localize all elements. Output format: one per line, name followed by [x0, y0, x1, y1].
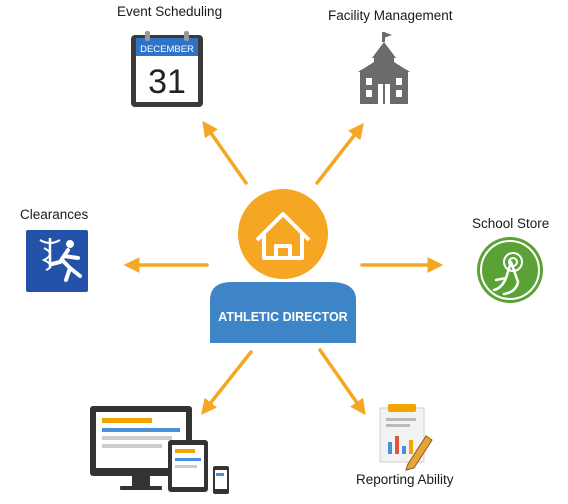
- label-event-scheduling: Event Scheduling: [117, 4, 223, 19]
- person-body: [210, 282, 356, 343]
- label-facility-management: Facility Management: [328, 8, 453, 23]
- person-head: [238, 189, 328, 279]
- calendar-day: 31: [148, 63, 186, 101]
- arrow-to-event-scheduling: [202, 120, 248, 185]
- devices-icon: [90, 406, 229, 494]
- calendar-month: DECEMBER: [140, 44, 194, 55]
- label-school-store: School Store: [472, 216, 550, 231]
- calendar-icon: DECEMBER 31: [131, 31, 203, 107]
- label-clearances: Clearances: [20, 207, 89, 222]
- school-building-icon: [358, 32, 410, 104]
- athletic-director-figure: ATHLETIC DIRECTOR: [210, 189, 356, 343]
- hand-touch-icon: [477, 237, 543, 303]
- label-reporting-ability: Reporting Ability: [356, 472, 454, 487]
- arrow-to-reporting-ability: [318, 348, 366, 416]
- arrows: [123, 120, 444, 416]
- center-label: ATHLETIC DIRECTOR: [218, 310, 347, 324]
- medical-caduceus-runner-icon: [26, 230, 88, 292]
- report-chart-icon: [379, 404, 433, 471]
- home-icon: [255, 212, 311, 260]
- arrow-to-devices: [201, 350, 253, 415]
- arrow-to-facility-management: [315, 123, 364, 185]
